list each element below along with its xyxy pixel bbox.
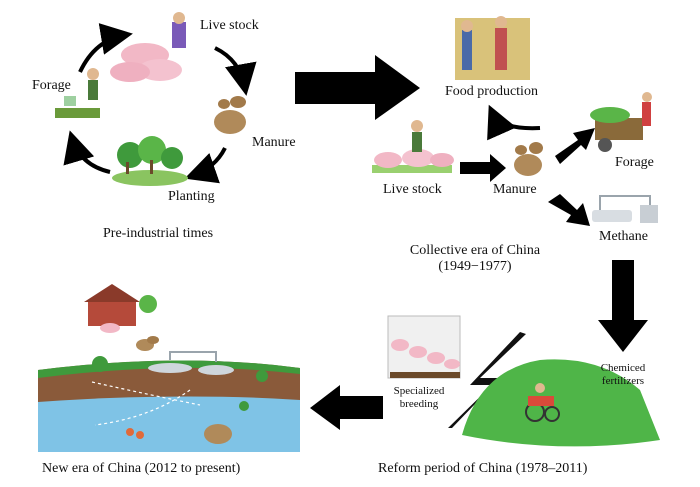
pre-forage-illustration <box>55 68 100 118</box>
caption-collective-years: (1949−1977) <box>438 259 512 275</box>
arrow-to-new-era <box>310 385 383 430</box>
caption-pre-industrial: Pre-industrial times <box>103 226 214 241</box>
label-chemical-fertilizers: Chemiced fertilizers <box>598 362 648 387</box>
label-food-production: Food production <box>445 84 538 99</box>
collective-manure-illustration <box>514 142 543 176</box>
label-fertilizers-line2: fertilizers <box>601 374 645 387</box>
new-era-manure-illustration <box>136 336 159 351</box>
label-collective-livestock: Live stock <box>383 182 442 197</box>
collective-livestock-illustration <box>372 120 454 173</box>
caption-new-era: New era of China (2012 to present) <box>42 461 241 476</box>
pre-manure-illustration <box>214 96 246 134</box>
label-breeding-line2: breeding <box>399 397 439 410</box>
label-collective-forage: Forage <box>615 155 654 170</box>
label-pre-livestock: Live stock <box>200 18 259 33</box>
food-production-illustration <box>455 16 530 80</box>
label-pre-planting: Planting <box>168 189 215 204</box>
pre-planting-illustration <box>112 136 188 186</box>
lightning-separator <box>448 332 526 428</box>
specialized-breeding-illustration <box>387 315 461 379</box>
label-fertilizers-line1: Chemiced <box>600 362 646 374</box>
arrow-manure-to-methane <box>548 194 590 226</box>
label-methane: Methane <box>599 229 648 244</box>
ecosystem-cross-section <box>38 351 300 452</box>
farmland-hill-illustration <box>462 359 660 447</box>
label-pre-forage: Forage <box>32 78 71 93</box>
arrow-manure-to-food <box>487 104 541 141</box>
cycle-arrow-bottom-right <box>184 147 227 184</box>
cycle-arrow-top-right <box>214 46 257 96</box>
arrow-livestock-to-manure <box>460 154 506 182</box>
label-collective-manure: Manure <box>493 182 537 197</box>
caption-collective: Collective era of China (1949−1977) <box>400 243 550 275</box>
cycle-arrow-bottom-left <box>63 130 111 174</box>
label-specialized-breeding: Specialized breeding <box>386 385 452 410</box>
label-breeding-line1: Specialized <box>393 385 445 397</box>
arrow-manure-to-forage <box>555 128 595 164</box>
caption-reform: Reform period of China (1978–2011) <box>378 461 588 476</box>
arrow-to-reform <box>598 260 648 352</box>
methane-illustration <box>592 195 658 223</box>
collective-forage-illustration <box>590 92 652 152</box>
pre-livestock-illustration <box>110 12 186 82</box>
cycle-arrow-top-left <box>78 23 133 73</box>
arrow-to-collective <box>295 55 420 120</box>
caption-collective-title: Collective era of China <box>409 243 541 258</box>
label-pre-manure: Manure <box>252 135 296 150</box>
barn-illustration <box>84 284 157 333</box>
